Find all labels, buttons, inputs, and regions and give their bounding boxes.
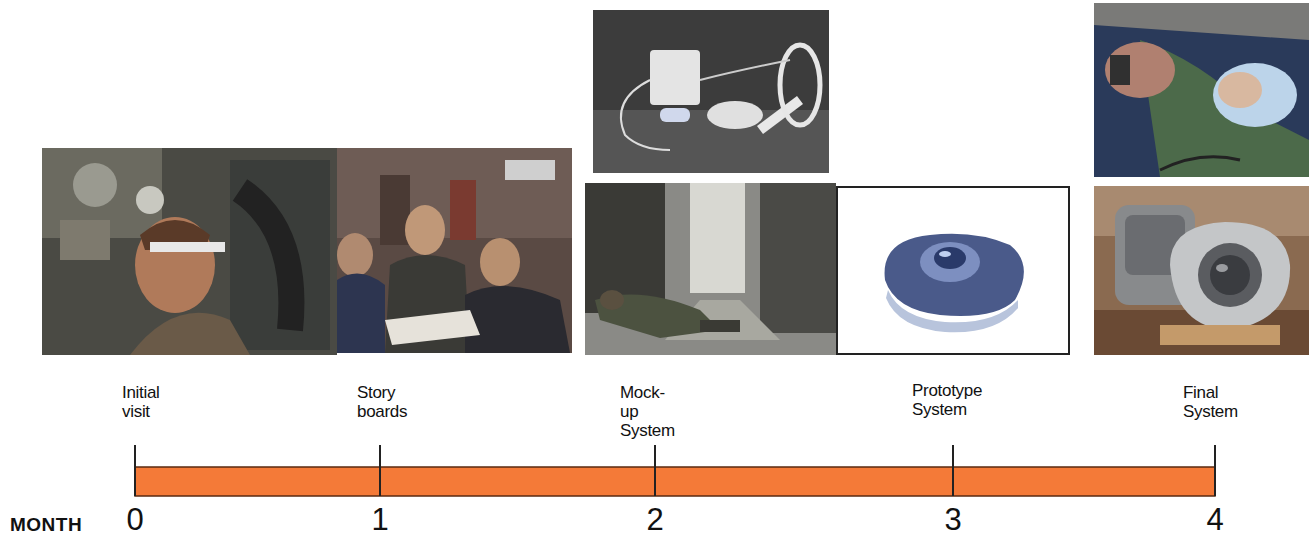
final-use-photo (1094, 3, 1309, 177)
time-bar (135, 445, 1215, 496)
mock-up-parts-photo (593, 10, 829, 173)
axis-title: MONTH (10, 514, 82, 536)
stage-label: Mock-up System (620, 383, 675, 440)
month-number: 2 (646, 503, 663, 537)
month-number: 1 (371, 503, 388, 537)
stage-label: Story boards (357, 383, 407, 421)
stage-label: Initial visit (122, 383, 160, 421)
final-hardware-photo (1094, 186, 1309, 355)
mock-up-field-photo (585, 183, 836, 355)
story-boards-photo (337, 148, 572, 353)
initial-visit-photo (42, 148, 337, 355)
month-number: 3 (944, 503, 961, 537)
month-number: 4 (1206, 503, 1223, 537)
stage-label: Prototype System (912, 381, 982, 419)
stage-label: Final System (1183, 383, 1238, 421)
month-number: 0 (126, 503, 143, 537)
prototype-device-photo (837, 187, 1069, 354)
